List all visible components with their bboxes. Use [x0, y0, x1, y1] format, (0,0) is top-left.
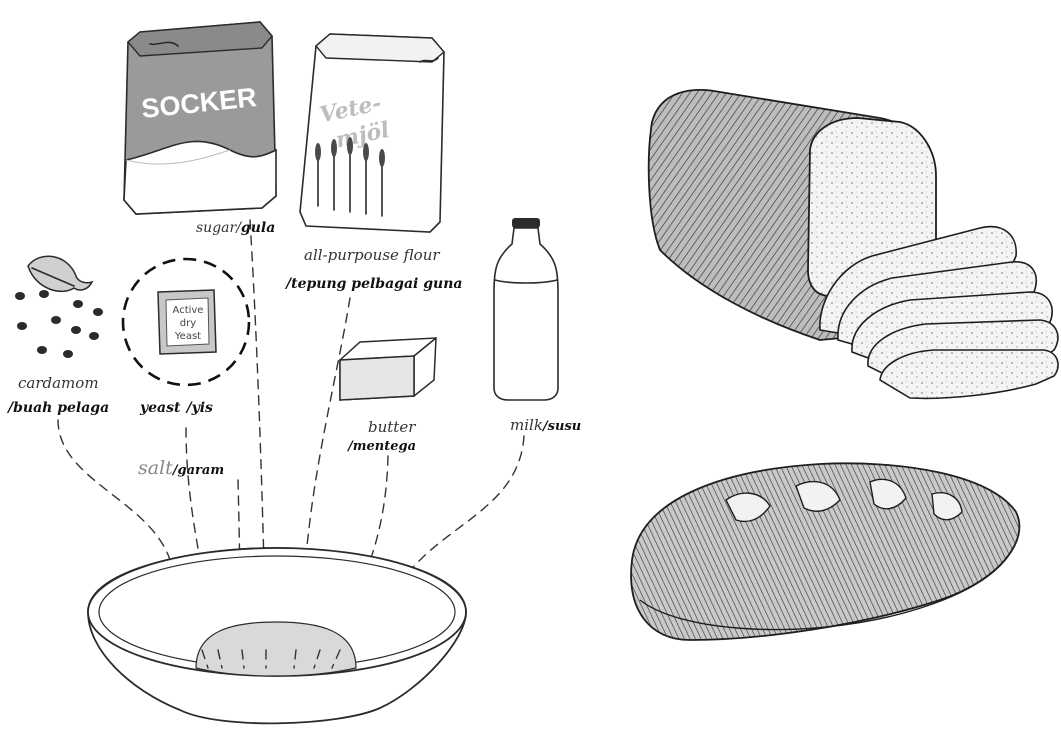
milk-bottle-icon — [494, 218, 558, 400]
flour-bag-icon: Vete- mjöl — [300, 34, 444, 232]
label-yeast-en: yeast — [139, 400, 181, 416]
label-salt-ms: /garam — [171, 463, 224, 478]
label-salt: salt/garam — [138, 457, 224, 479]
label-flour: all-purpouse flour /tepung pelbagai guna — [284, 246, 462, 292]
svg-text:sugar/gula: sugar/gula — [196, 220, 275, 236]
label-butter-en: butter — [368, 418, 416, 436]
butter-block-icon — [340, 338, 436, 400]
label-cardamom-en: cardamom — [18, 374, 99, 392]
yeast-packet-text-line1: Active — [173, 305, 204, 316]
label-cardamom-ms: /buah pelaga — [6, 400, 109, 416]
yeast-packet-icon: Active dry Yeast — [123, 259, 249, 385]
label-flour-en: all-purpouse flour — [304, 246, 440, 264]
yeast-packet-text-line3: Yeast — [174, 331, 201, 342]
svg-text:milk/susu: milk/susu — [510, 416, 581, 434]
label-salt-en: salt — [138, 457, 173, 479]
yeast-packet-text-line2: dry — [180, 318, 196, 329]
cardamom-pod-icon — [15, 256, 103, 358]
sugar-bag-icon: SOCKER — [124, 22, 276, 214]
label-sugar-ms: gula — [241, 220, 275, 236]
label-flour-ms: /tepung pelbagai guna — [284, 276, 462, 292]
label-sugar-en: sugar — [196, 220, 238, 236]
mixing-bowl-icon — [88, 548, 466, 723]
label-yeast-ms: /yis — [184, 400, 213, 416]
bread-loaf-sliced-icon — [649, 90, 1058, 398]
label-cardamom: cardamom /buah pelaga — [6, 374, 109, 416]
label-milk-en: milk — [510, 416, 543, 434]
label-sugar: sugar/gula — [196, 220, 275, 236]
label-butter: butter /mentega — [346, 418, 416, 454]
svg-text:yeast/yis: yeast/yis — [139, 400, 213, 416]
bread-loaf-whole-icon — [631, 463, 1019, 640]
label-butter-ms: /mentega — [346, 439, 416, 454]
label-yeast: yeast/yis — [139, 400, 213, 416]
label-milk-ms: /susu — [541, 419, 581, 434]
svg-text:salt/garam: salt/garam — [138, 457, 224, 479]
label-milk: milk/susu — [510, 416, 581, 434]
